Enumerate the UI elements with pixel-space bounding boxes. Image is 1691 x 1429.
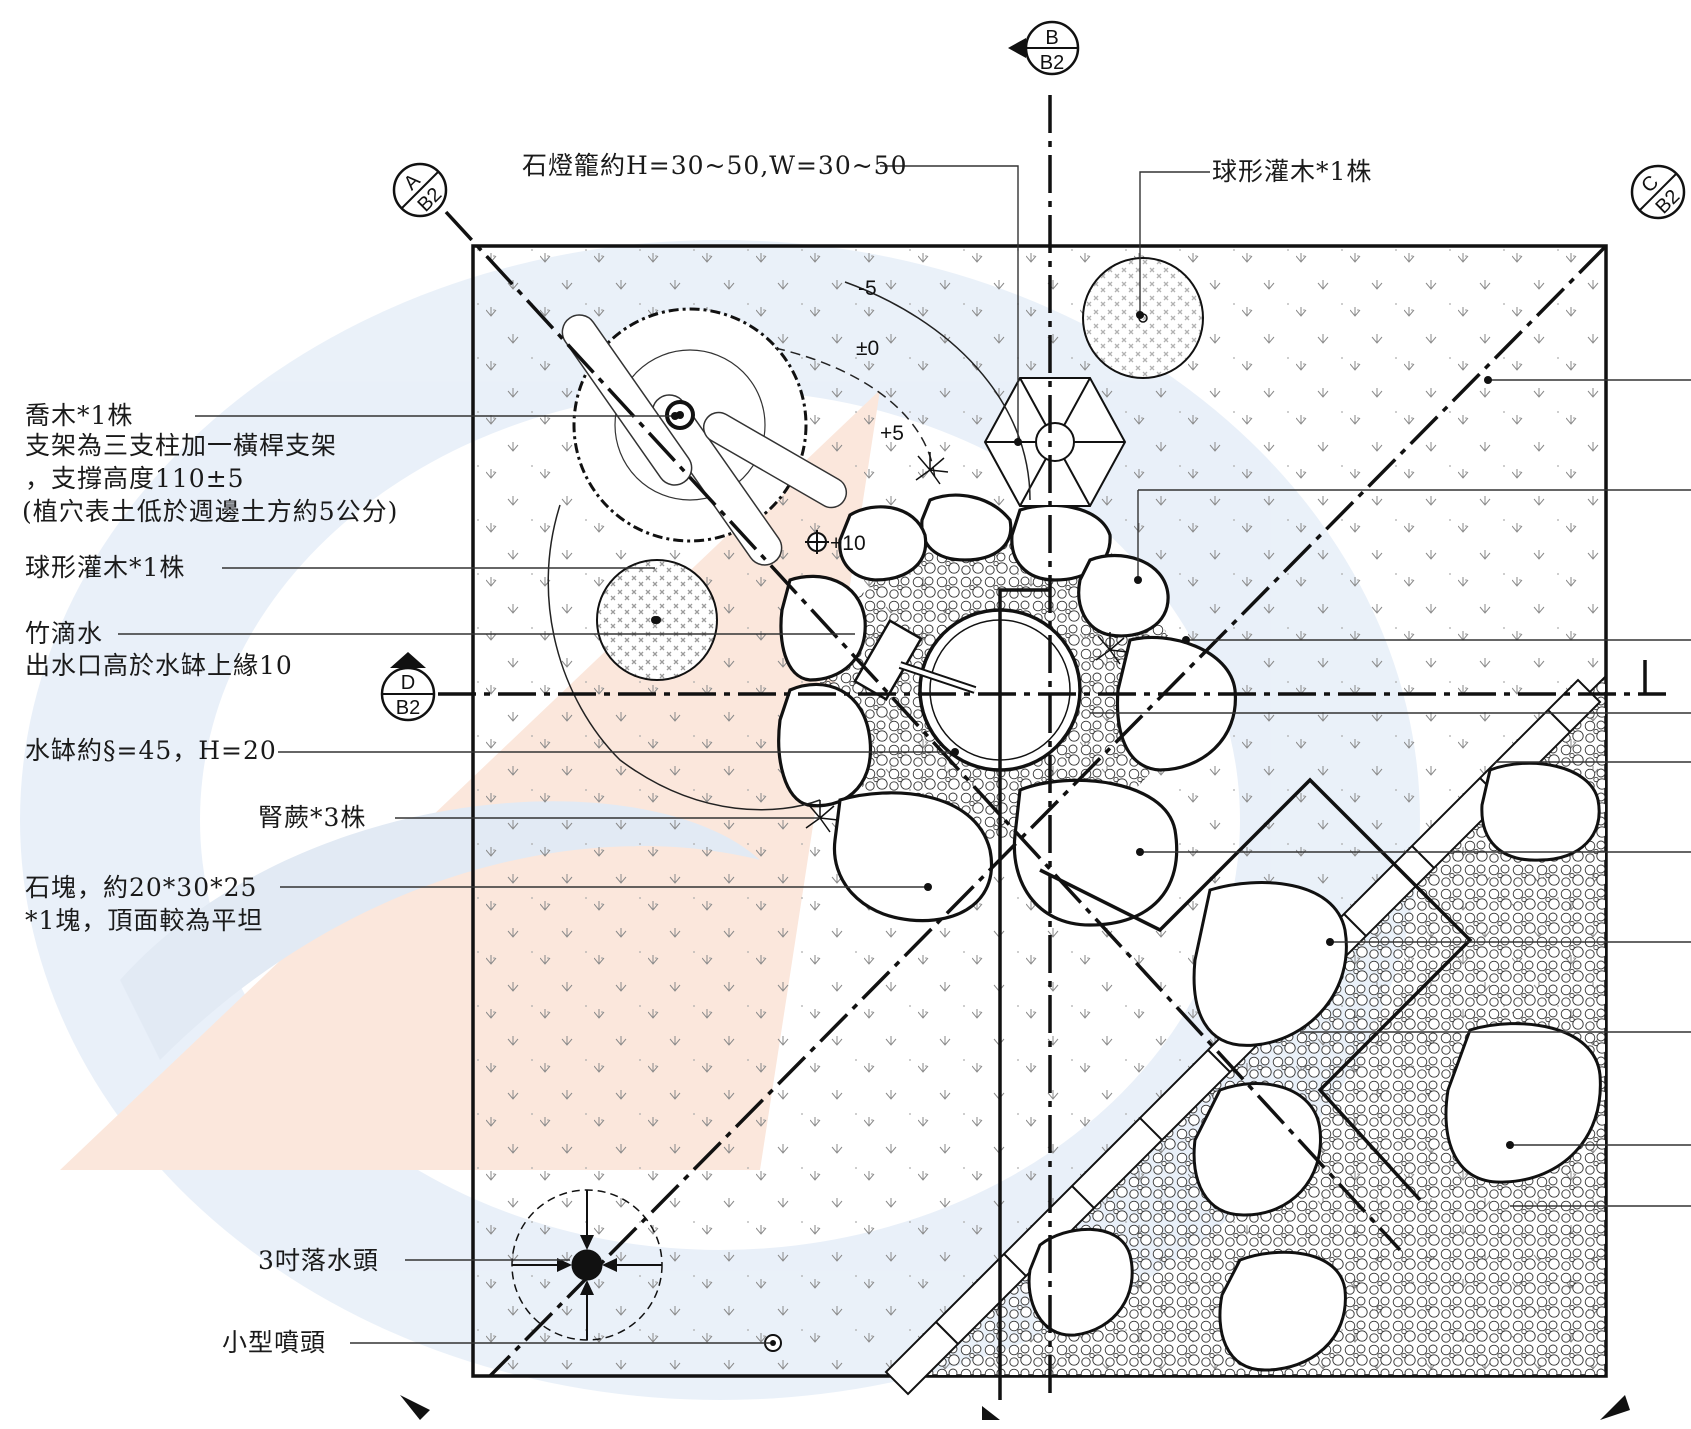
section-bends	[998, 588, 1647, 1400]
label-tree-line4: (植穴表土低於週邊土方約5公分)	[22, 497, 399, 526]
section-lines	[438, 95, 1666, 1400]
label-tree-line3: ，支撐高度110±5	[25, 464, 245, 493]
section-tag-b-sheet: B2	[1040, 52, 1064, 74]
elevation-plus5: +5	[880, 422, 904, 445]
section-tag-d: D B2	[380, 652, 436, 722]
label-stone-lantern: 石燈籠約H=30~50,W=30~50	[522, 151, 908, 180]
drain-head	[511, 1189, 663, 1341]
label-fern: 腎蕨*3株	[258, 803, 367, 832]
elevation-plus10: +10	[830, 532, 866, 555]
stepping-stones	[1027, 761, 1602, 1372]
ferns	[805, 452, 1129, 833]
elevation-zero: ±0	[856, 337, 879, 360]
label-bamboo-line2: 出水口高於水缽上緣10	[25, 651, 293, 680]
section-tag-d-sheet: B2	[396, 697, 420, 719]
section-tag-b: B B2	[1008, 20, 1080, 76]
elevation-minus5: -5	[858, 277, 877, 300]
label-bamboo-line1: 竹滴水	[25, 619, 104, 648]
label-tree-line1: 喬木*1株	[25, 401, 134, 430]
section-tag-a: A B2	[392, 162, 448, 218]
label-ball-shrub-top: 球形灌木*1株	[1212, 157, 1373, 186]
label-tree-line2: 支架為三支柱加一橫桿支架	[25, 431, 338, 460]
leader-dots	[651, 311, 1514, 1149]
label-rock-line1: 石塊，約20*30*25	[25, 873, 258, 902]
corner-arrows	[400, 1395, 1630, 1420]
label-water-bowl: 水缽約§=45，H=20	[25, 736, 277, 765]
section-tag-b-letter: B	[1045, 27, 1058, 49]
leader-lines	[118, 165, 1691, 1344]
label-sprinkler: 小型噴頭	[222, 1328, 327, 1357]
stone-lantern	[983, 377, 1127, 507]
label-drain: 3吋落水頭	[258, 1246, 379, 1275]
label-ball-shrub-left: 球形灌木*1株	[25, 553, 186, 582]
section-tag-d-letter: D	[401, 672, 415, 694]
label-rock-line2: *1塊，頂面較為平坦	[25, 906, 264, 935]
spot-elevation-marker	[805, 530, 829, 554]
section-tag-c: C B2	[1630, 164, 1686, 220]
